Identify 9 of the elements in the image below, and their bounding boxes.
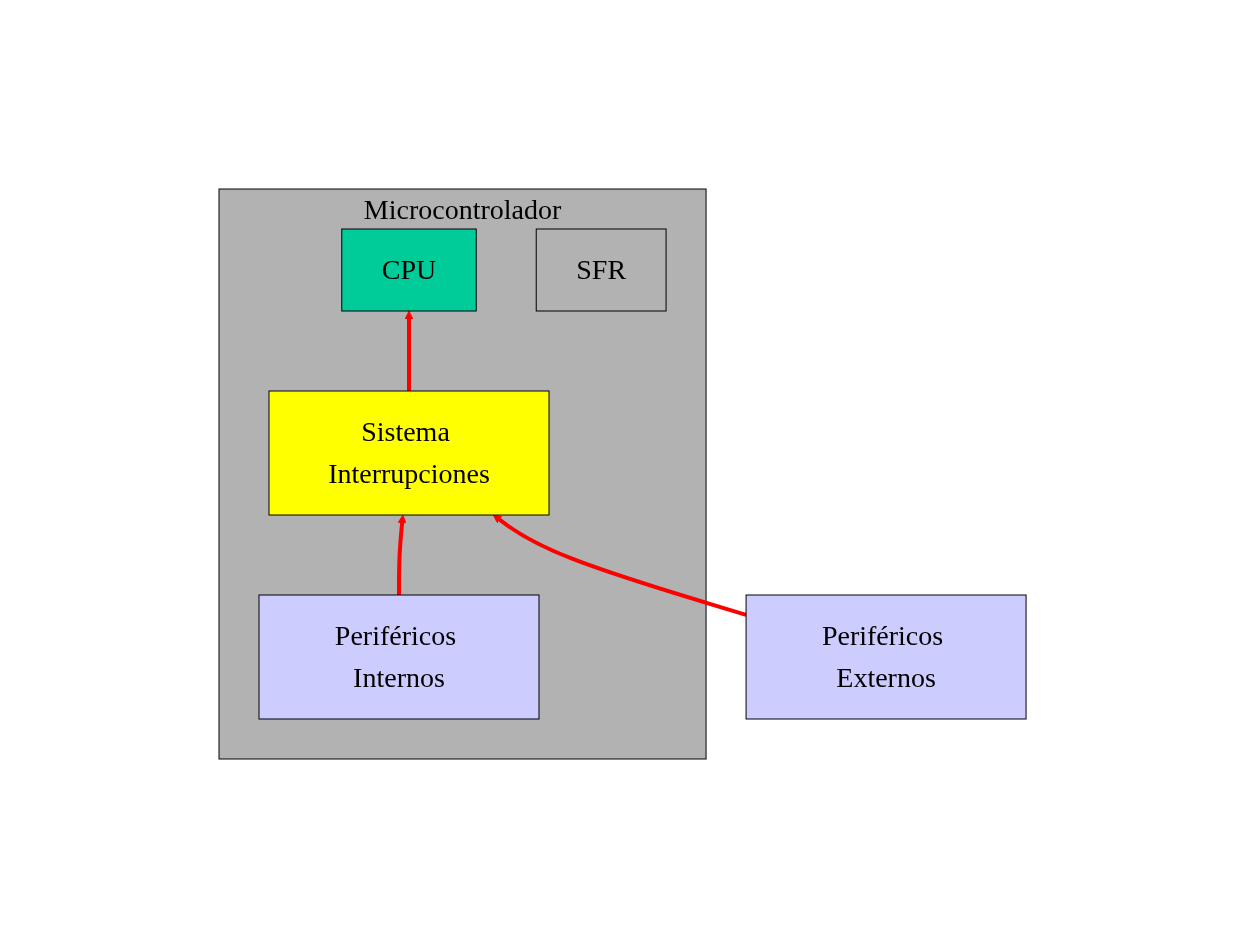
node-box (535, 228, 667, 311)
arrow (396, 514, 407, 595)
node-box (341, 228, 477, 311)
arrow (404, 310, 414, 391)
arrow (492, 514, 747, 617)
node-box (745, 594, 1027, 719)
node-box (268, 390, 550, 515)
cluster (218, 188, 707, 759)
node-box (258, 594, 540, 719)
